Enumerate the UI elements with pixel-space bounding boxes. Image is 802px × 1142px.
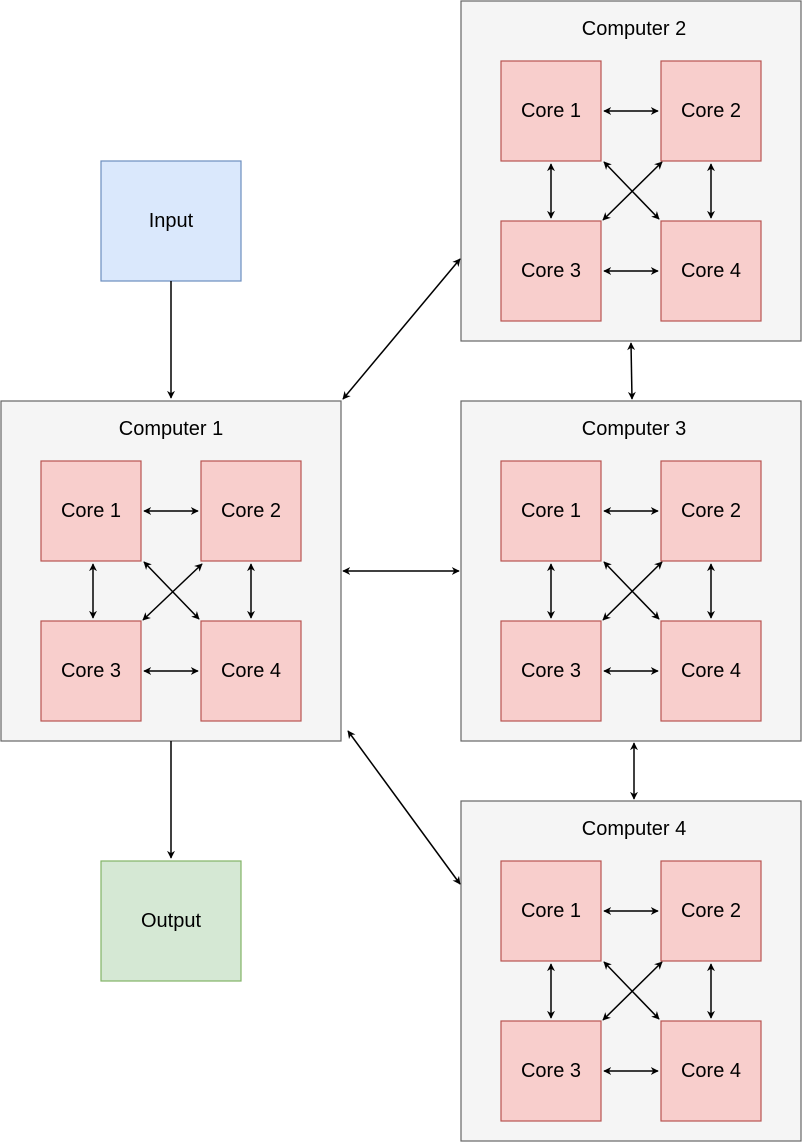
output-node: Output: [100, 860, 242, 982]
core-label: Core 4: [221, 660, 281, 682]
core-label: Core 3: [521, 660, 581, 682]
edge-core2-core3: [142, 563, 203, 621]
computer-1-core-2: Core 2: [200, 460, 302, 562]
computer-1-title: Computer 1: [119, 418, 224, 440]
core-label: Core 1: [521, 900, 581, 922]
core-label: Core 2: [681, 900, 741, 922]
computer-2-core-3: Core 3: [500, 220, 602, 322]
computer-3-core-2: Core 2: [660, 460, 762, 562]
core-label: Core 1: [521, 500, 581, 522]
edge-core2-core3: [602, 561, 663, 621]
computer-4-core-4: Core 4: [660, 1020, 762, 1122]
computer-4-core-1: Core 1: [500, 860, 602, 962]
core-label: Core 4: [681, 260, 741, 282]
core-label: Core 3: [521, 260, 581, 282]
computer-4: Computer 4 Core 1 Core 2 Core 3 Core 4: [460, 800, 802, 1142]
edge-computer1-computer2: [342, 258, 461, 400]
core-label: Core 3: [521, 1060, 581, 1082]
computer-1-core-4: Core 4: [200, 620, 302, 722]
core-label: Core 2: [681, 500, 741, 522]
computer-2-core-4: Core 4: [660, 220, 762, 322]
computer-3-title: Computer 3: [582, 418, 687, 440]
core-label: Core 4: [681, 1060, 741, 1082]
core-label: Core 2: [681, 100, 741, 122]
core-label: Core 1: [521, 100, 581, 122]
computer-1: Computer 1 Core 1 Core 2 Core 3 Core 4: [0, 400, 342, 742]
input-node: Input: [100, 160, 242, 282]
input-label: Input: [149, 210, 194, 232]
computer-3-core-1: Core 1: [500, 460, 602, 562]
computer-2: Computer 2 Core 1 Core 2 Core 3 Core 4: [460, 0, 802, 342]
computer-4-title: Computer 4: [582, 818, 687, 840]
computer-4-core-3: Core 3: [500, 1020, 602, 1122]
computer-3-core-3: Core 3: [500, 620, 602, 722]
edge-core2-core3: [602, 161, 663, 221]
core-label: Core 3: [61, 660, 121, 682]
core-label: Core 2: [221, 500, 281, 522]
computer-2-core-1: Core 1: [500, 60, 602, 162]
core-label: Core 1: [61, 500, 121, 522]
edge-computer2-computer3: [627, 342, 636, 400]
output-label: Output: [141, 910, 201, 932]
edge-core2-core3: [602, 961, 663, 1021]
computer-1-core-1: Core 1: [40, 460, 142, 562]
computer-3-core-4: Core 4: [660, 620, 762, 722]
computer-4-core-2: Core 2: [660, 860, 762, 962]
core-label: Core 4: [681, 660, 741, 682]
computer-1-core-3: Core 3: [40, 620, 142, 722]
computer-2-core-2: Core 2: [660, 60, 762, 162]
computer-2-title: Computer 2: [582, 18, 687, 40]
edge-computer1-computer4: [347, 730, 461, 885]
computer-3: Computer 3 Core 1 Core 2 Core 3 Core 4: [460, 400, 802, 742]
